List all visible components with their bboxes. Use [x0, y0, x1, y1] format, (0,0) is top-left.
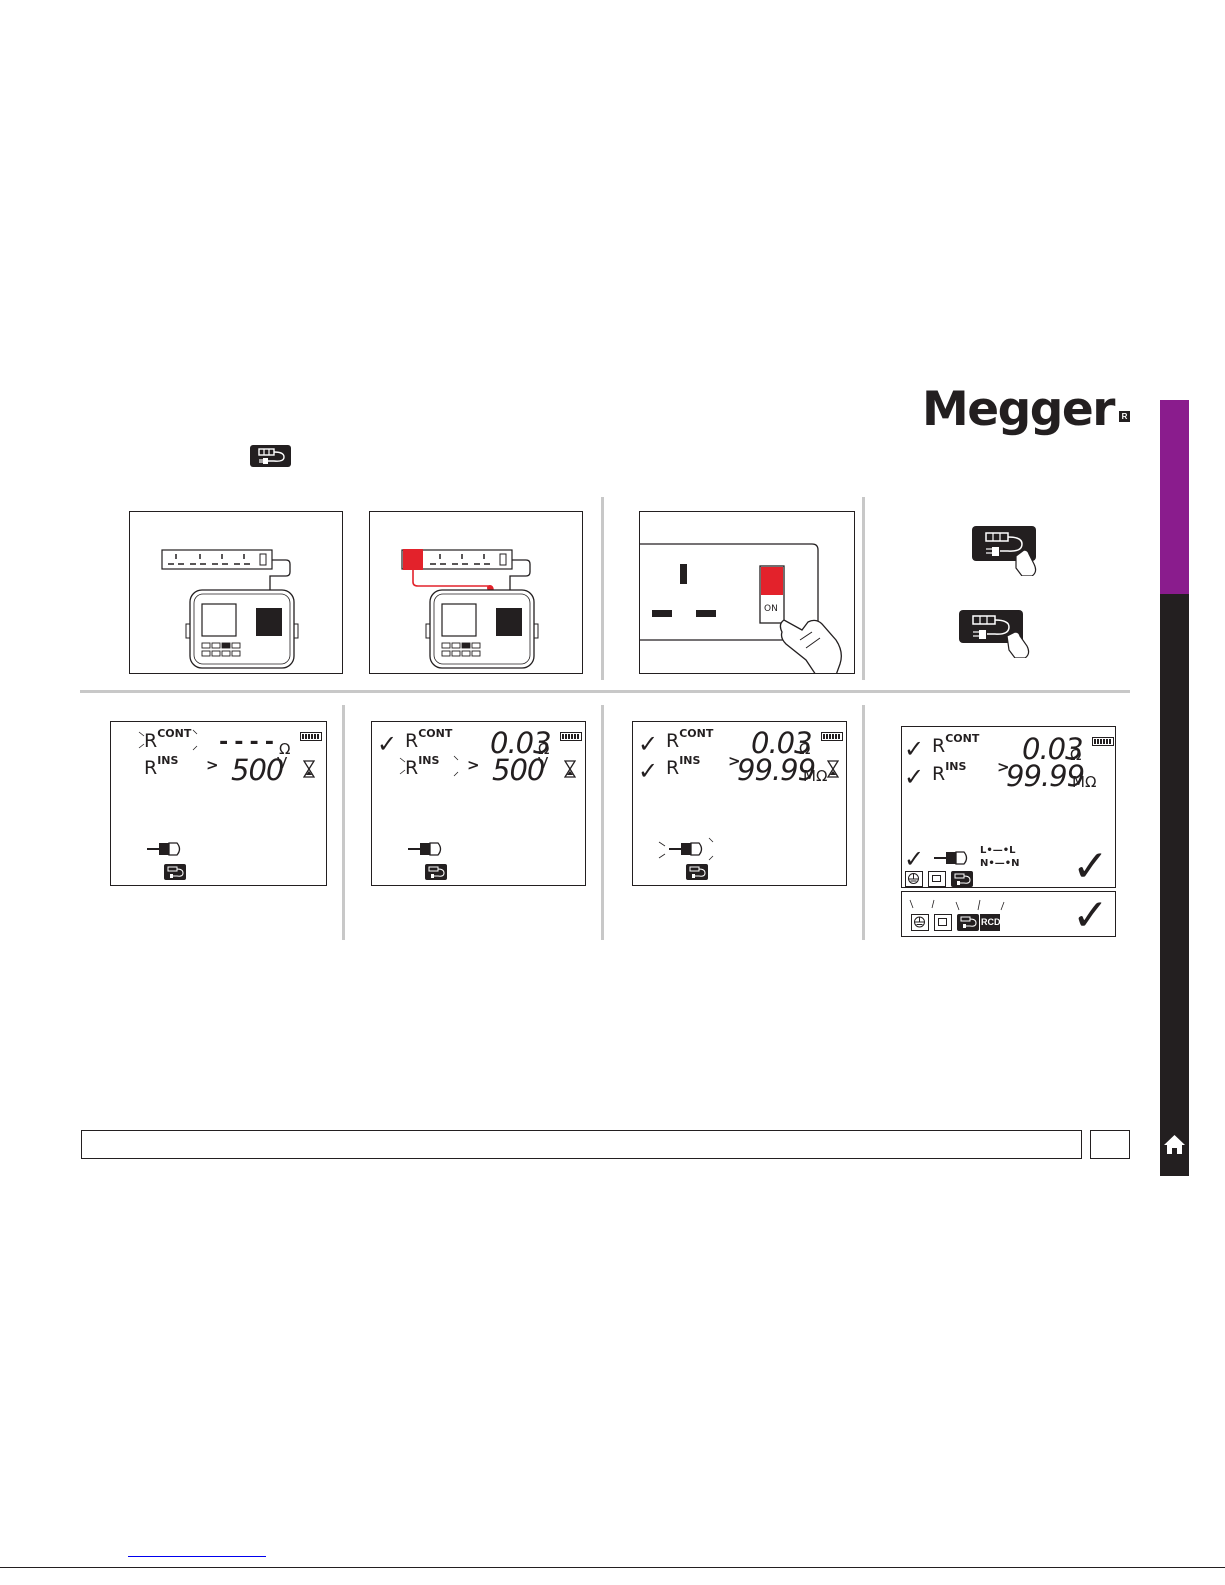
volt-unit: V	[277, 754, 287, 772]
ins-label: INS	[157, 754, 178, 767]
hourglass-icon	[303, 760, 315, 778]
lcd-screen-step2: ✓ RCONT 0.03 Ω RINS > 500 V	[371, 721, 586, 886]
pat-key-press-icon	[959, 610, 1037, 658]
rcd-test-icon: RCD	[980, 914, 1000, 931]
footer-link[interactable]	[128, 1556, 266, 1557]
double-insulation-icon	[928, 871, 946, 887]
megohm-unit: MΩ	[1072, 773, 1096, 791]
divider-vertical	[342, 705, 345, 940]
divider-vertical	[862, 705, 865, 940]
cont-reading-dashes: ----	[217, 730, 278, 755]
volt-unit: V	[538, 754, 548, 772]
polarity-live-label: L•—•L	[980, 845, 1016, 856]
check-icon: ✓	[904, 847, 924, 871]
side-tab-accent	[1160, 400, 1189, 594]
ins-label: INS	[418, 754, 439, 767]
r-ins-label: R	[666, 757, 679, 779]
battery-icon	[300, 732, 322, 741]
r-cont-label: R	[405, 730, 418, 752]
illustration-earth-lead-clip	[369, 511, 583, 674]
r-cont-label: R	[932, 735, 945, 757]
divider-vertical	[601, 705, 604, 940]
pass-check-icon: ✓	[1072, 845, 1109, 888]
pat-key-icon	[425, 864, 447, 880]
pat-key-icon	[250, 445, 291, 467]
megohm-unit: MΩ	[803, 767, 827, 785]
flash-indicator	[904, 898, 1008, 914]
lcd-screen-test-icons: RCD ✓	[901, 891, 1116, 937]
lcd-screen-step3: ✓ RCONT 0.03 Ω ✓ RINS > 99.99 MΩ	[632, 721, 847, 886]
page-bottom-rule	[0, 1567, 1225, 1568]
pat-key-icon	[951, 871, 973, 887]
battery-icon	[560, 732, 582, 741]
ins-label: INS	[945, 760, 966, 773]
plug-icon	[934, 849, 974, 867]
ins-label: INS	[679, 754, 700, 767]
check-icon: ✓	[377, 732, 397, 756]
r-cont-label: R	[666, 730, 679, 752]
footer-bar	[81, 1130, 1082, 1159]
pat-key-icon	[957, 914, 979, 931]
divider-vertical	[601, 497, 604, 680]
earth-test-icon	[905, 871, 923, 887]
check-icon: ✓	[638, 732, 658, 756]
r-ins-label: R	[932, 763, 945, 785]
polarity-neutral-label: N•—•N	[980, 858, 1020, 869]
home-icon	[1160, 1130, 1189, 1160]
home-button[interactable]	[1160, 1130, 1189, 1160]
test-voltage-value: 500	[231, 756, 283, 785]
earth-test-icon	[911, 914, 929, 931]
side-tab-bar	[1160, 594, 1189, 1176]
greater-than-sign: >	[467, 756, 480, 774]
page-number-box	[1090, 1130, 1130, 1159]
pat-key-press-icon	[972, 526, 1038, 576]
illustration-extension-lead-connect	[129, 511, 343, 674]
r-ins-label: R	[144, 757, 157, 779]
check-icon: ✓	[638, 759, 658, 783]
plug-icon	[657, 832, 717, 866]
megger-logo: Megger	[922, 386, 1114, 433]
r-ins-label: R	[405, 757, 418, 779]
check-icon: ✓	[904, 765, 924, 789]
pat-key-icon	[686, 864, 708, 880]
divider-horizontal	[80, 690, 1130, 693]
battery-icon	[1092, 737, 1114, 746]
cont-label: CONT	[945, 732, 979, 745]
divider-vertical	[862, 497, 865, 680]
lcd-screen-result: ✓ RCONT 0.03 Ω ✓ RINS > 99.99 MΩ ✓ L•—•L…	[901, 726, 1116, 888]
double-insulation-icon	[934, 914, 952, 931]
pass-check-icon: ✓	[1072, 894, 1109, 937]
switch-on-label: ON	[764, 604, 778, 614]
registered-mark: R	[1119, 411, 1130, 422]
pat-key-icon	[164, 864, 186, 880]
illustration-socket-switch-on: ON	[639, 511, 855, 674]
hourglass-icon	[564, 760, 576, 778]
lcd-screen-step1: RCONT ---- Ω RINS > 500 V	[110, 721, 327, 886]
plug-icon	[147, 840, 187, 858]
hourglass-icon	[827, 760, 839, 778]
greater-than-sign: >	[206, 756, 219, 774]
battery-icon	[821, 732, 843, 741]
plug-icon	[408, 840, 448, 858]
flash-indicator	[137, 726, 201, 756]
cont-label: CONT	[679, 727, 713, 740]
cont-label: CONT	[418, 727, 452, 740]
test-voltage-value: 500	[492, 756, 544, 785]
check-icon: ✓	[904, 737, 924, 761]
